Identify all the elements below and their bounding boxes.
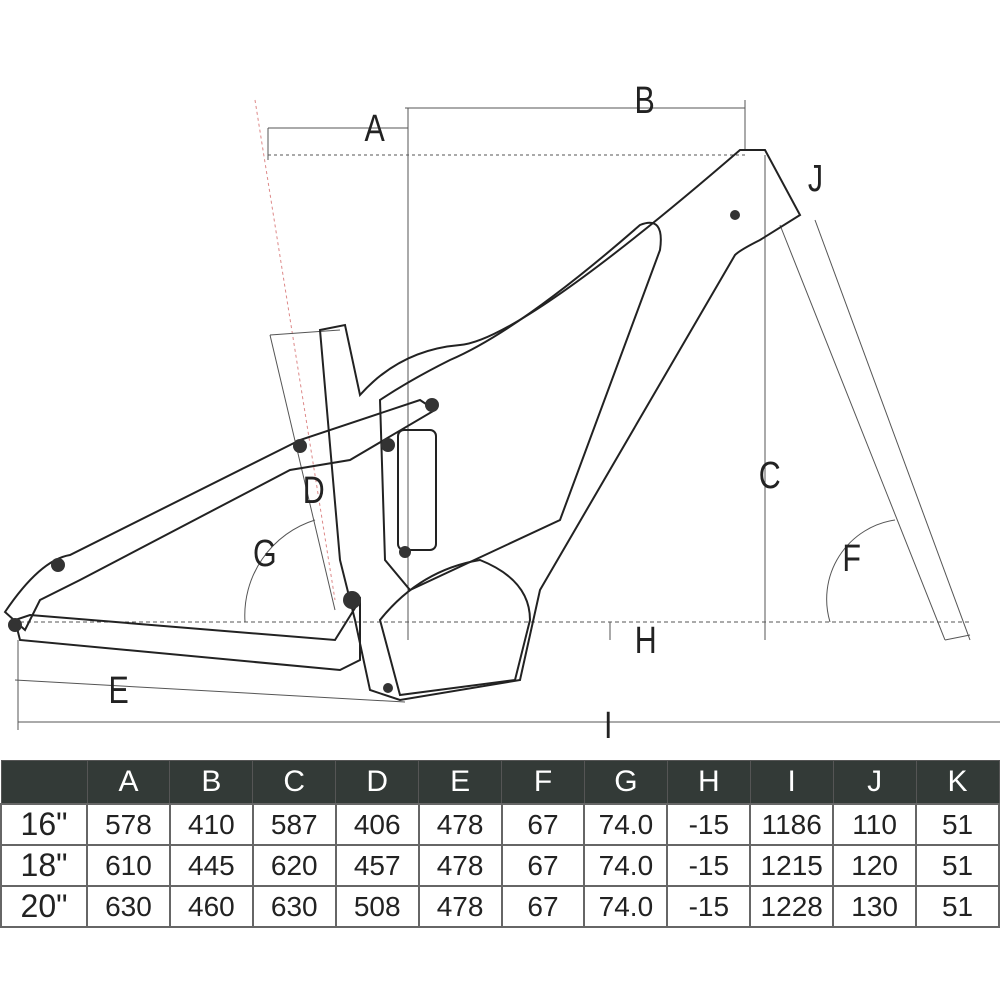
label-h: H [634,620,657,662]
table-cell: -15 [666,844,752,887]
table-cell: 120 [832,844,918,887]
table-cell: 478 [417,803,503,846]
table-cell: 478 [417,844,503,887]
pivot-bolts [8,210,740,693]
table-cell: 1215 [749,844,835,887]
table-cell: 1228 [749,885,835,928]
table-cell: 587 [251,803,337,846]
table-cell: 74.0 [583,844,669,887]
table-cell: 460 [168,885,254,928]
column-header: K [915,760,1000,805]
label-e: E [108,670,129,712]
size-cell: 18" [0,844,88,887]
table-cell: 508 [334,885,420,928]
table-cell: 130 [832,885,918,928]
table-cell: 478 [417,885,503,928]
table-cell: 51 [915,803,1000,846]
column-header: I [749,760,834,805]
table-cell: 406 [334,803,420,846]
size-cell: 16" [0,803,88,846]
column-header: F [501,760,585,805]
column-header: E [418,760,503,805]
label-a: A [364,108,385,150]
table-cell: 51 [915,885,1000,928]
table-cell: 67 [500,803,586,846]
table-cell: 620 [251,844,337,887]
table-cell: 67 [500,844,586,887]
table-cell: 445 [168,844,254,887]
label-j: J [807,158,824,200]
dimension-lines [14,99,1000,730]
table-cell: 1186 [749,803,835,846]
column-header: C [252,760,337,805]
table-cell: 457 [334,844,420,887]
frame-outline [3,149,802,702]
table-cell: 630 [251,885,337,928]
table-cell: 51 [915,844,1000,887]
column-header: D [335,760,420,805]
label-f: F [842,538,861,580]
label-b: B [634,80,655,122]
table-cell: 74.0 [583,803,669,846]
column-header: A [86,760,171,805]
table-cell: 630 [86,885,171,928]
column-header: G [583,760,668,805]
frame-diagram [3,99,1000,730]
label-d: D [302,470,325,512]
label-i: I [604,705,613,747]
table-cell: 410 [168,803,254,846]
column-header: H [666,760,751,805]
label-c: C [758,455,781,497]
column-header: B [169,760,254,805]
table-cell: 67 [500,885,586,928]
table-cell: 74.0 [583,885,669,928]
size-cell: 20" [0,885,88,928]
label-g: G [252,533,277,575]
table-cell: 110 [832,803,918,846]
table-cell: 578 [86,803,171,846]
table-cell: 610 [86,844,171,887]
column-header: J [832,760,917,805]
table-cell: -15 [666,885,752,928]
table-cell: -15 [666,803,752,846]
column-header [0,760,88,805]
